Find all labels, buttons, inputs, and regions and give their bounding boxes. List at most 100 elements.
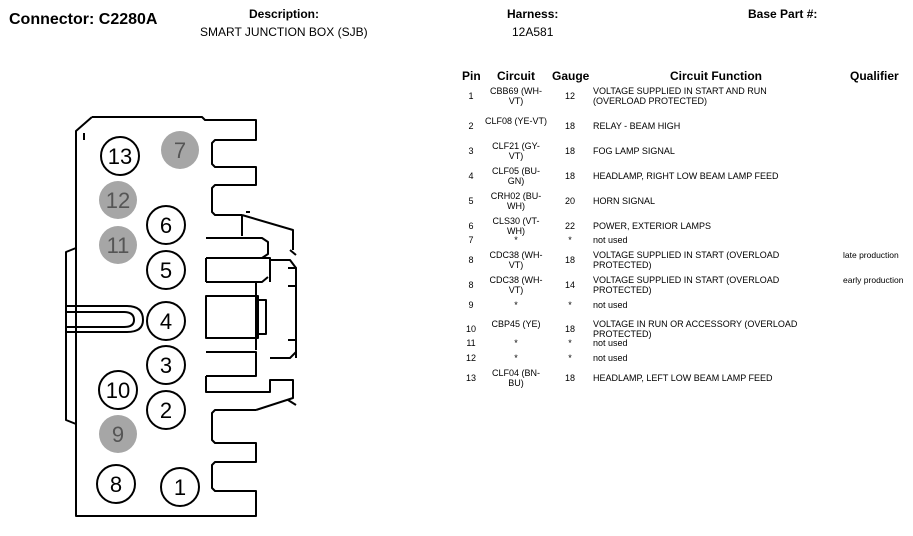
function-cell: not used [593,353,628,363]
circuit-cell: CBP45 (YE) [491,319,541,329]
pin-cell: 12 [465,353,476,363]
function-cell: FOG LAMP SIGNAL [593,146,675,156]
gauge-cell: 18 [564,171,575,181]
circuit-cell: CBB69 (WH-VT) [489,86,542,106]
circuit-cell: CDC38 (WH-VT) [489,275,543,295]
pin-cell: 9 [468,300,474,310]
circuit-cell: CDC38 (WH-VT) [489,250,543,270]
pin-13: 13 [100,136,140,176]
gauge-cell: 18 [564,373,575,383]
pin-cell: 11 [466,338,476,348]
pin-circle [99,181,137,219]
pin-9: 9 [99,415,137,453]
pin-number: 13 [108,144,132,169]
function-cell: HEADLAMP, LEFT LOW BEAM LAMP FEED [593,373,773,383]
qualifier-cell: late production [843,250,899,260]
gauge-cell: 12 [564,91,575,101]
gauge-cell: * [568,300,572,310]
harness-value: 12A581 [512,25,554,39]
pin-circle [100,136,140,176]
circuit-cell: * [514,338,518,348]
pin-3: 3 [146,345,186,385]
function-cell: RELAY - BEAM HIGH [593,121,681,131]
column-header-qualifier: Qualifier [850,69,899,83]
function-cell: VOLTAGE SUPPLIED IN START AND RUN (OVERL… [593,86,767,106]
pin-1: 1 [160,467,200,507]
pin-cell: 4 [468,171,474,181]
connector-housing-outline [65,116,297,517]
pin-number: 8 [110,472,122,497]
connector-title: Connector: C2280A [9,11,158,28]
pin-6: 6 [146,205,186,245]
pin-circle [98,370,138,410]
harness-label: Harness: [507,7,559,21]
pin-8: 8 [96,464,136,504]
circuit-cell: CLF05 (BU-GN) [491,166,540,186]
function-cell: VOLTAGE SUPPLIED IN START (OVERLOAD PROT… [593,275,780,295]
gauge-cell: * [568,353,572,363]
column-header-pin: Pin [462,69,481,83]
pin-number: 11 [107,233,130,258]
circuit-cell: * [514,235,518,245]
pin-cell: 7 [468,235,474,245]
pin-cell: 5 [468,196,474,206]
circuit-cell: * [514,300,518,310]
pin-circle [160,467,200,507]
pin-circle [99,415,137,453]
gauge-cell: 18 [564,121,575,131]
gauge-cell: 22 [564,221,575,231]
base-part-label: Base Part #: [748,7,818,21]
gauge-cell: 18 [564,324,575,334]
pin-cell: 10 [465,324,476,334]
gauge-cell: 20 [564,196,575,206]
gauge-cell: 18 [564,146,575,156]
pin-2: 2 [146,390,186,430]
function-cell: POWER, EXTERIOR LAMPS [593,221,712,231]
pin-circle [146,345,186,385]
column-header-function: Circuit Function [670,69,762,83]
pin-cell: 8 [468,280,474,290]
pin-cell: 2 [468,121,474,131]
function-cell: HORN SIGNAL [593,196,656,206]
pin-circle [99,226,137,264]
pin-circle [146,250,186,290]
circuit-cell: CRH02 (BU-WH) [490,191,542,211]
pin-number: 12 [106,188,130,213]
gauge-cell: 14 [564,280,575,290]
pin-circle [146,301,186,341]
pin-5: 5 [146,250,186,290]
pin-4: 4 [146,301,186,341]
pin-circle [146,390,186,430]
pin-number: 3 [160,353,172,378]
column-header-circuit: Circuit [497,69,536,83]
pin-cell: 3 [468,146,474,156]
function-cell: HEADLAMP, RIGHT LOW BEAM LAMP FEED [593,171,779,181]
column-header-gauge: Gauge [552,69,590,83]
pin-number: 6 [160,213,172,238]
pin-cell: 1 [468,91,474,101]
circuit-cell: CLF21 (GY-VT) [492,141,540,161]
pin-7: 7 [161,131,199,169]
pin-number: 5 [160,258,172,283]
pin-number: 9 [112,422,124,447]
pin-circle [146,205,186,245]
circuit-cell: CLF08 (YE-VT) [485,116,548,126]
pin-number: 4 [160,309,172,334]
circuit-cell: * [514,353,518,363]
pin-number: 10 [106,378,130,403]
function-cell: not used [593,300,628,310]
pin-number: 2 [160,398,172,423]
description-label: Description: [249,7,320,21]
pin-number: 1 [174,475,186,500]
circuit-cell: CLS30 (VT-WH) [492,216,540,236]
pin-10: 10 [98,370,138,410]
pin-12: 12 [99,181,137,219]
gauge-cell: * [568,235,572,245]
function-cell: VOLTAGE SUPPLIED IN START (OVERLOAD PROT… [593,250,780,270]
pin-circle [161,131,199,169]
pin-cell: 8 [468,255,474,265]
function-cell: VOLTAGE IN RUN OR ACCESSORY (OVERLOAD PR… [593,319,798,339]
function-cell: not used [593,235,628,245]
